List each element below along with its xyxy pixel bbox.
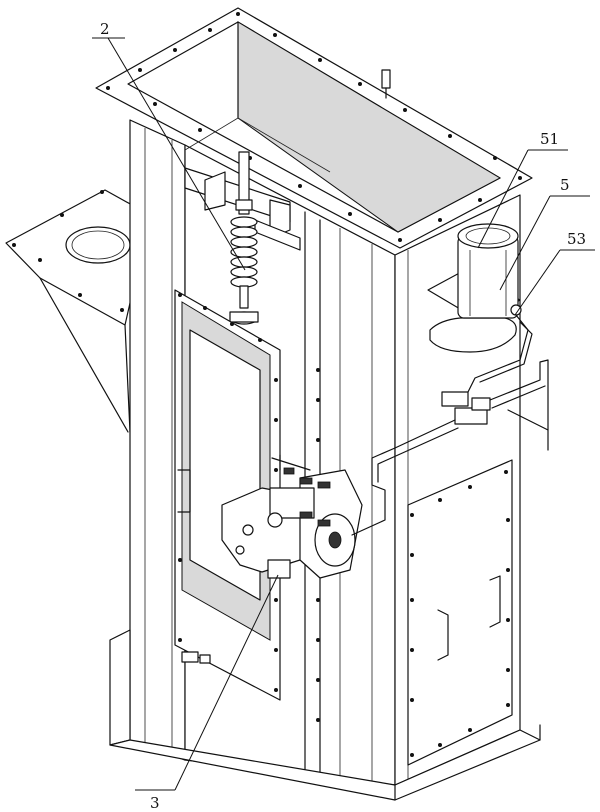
bottom-fitting (181, 651, 211, 664)
rotary-actuator (221, 454, 363, 579)
spring-coils (230, 216, 258, 288)
label-part-3: 3 (150, 794, 160, 812)
label-part-53: 53 (567, 230, 586, 248)
frame-bolts (316, 368, 320, 722)
top-flange (95, 7, 533, 249)
hydraulic-piping (351, 314, 549, 536)
leader-lines (92, 37, 595, 791)
left-door-bolts (178, 293, 278, 692)
label-part-2: 2 (100, 20, 110, 38)
label-part-51: 51 (540, 130, 559, 148)
base-plate (109, 629, 541, 801)
right-door-bolts (410, 470, 510, 757)
actuator-fittings (283, 467, 331, 527)
motor-assembly (427, 223, 522, 353)
right-inspection-door (407, 459, 513, 766)
spring-assembly (184, 151, 301, 325)
label-part-5: 5 (560, 176, 570, 194)
side-chute (5, 189, 151, 433)
